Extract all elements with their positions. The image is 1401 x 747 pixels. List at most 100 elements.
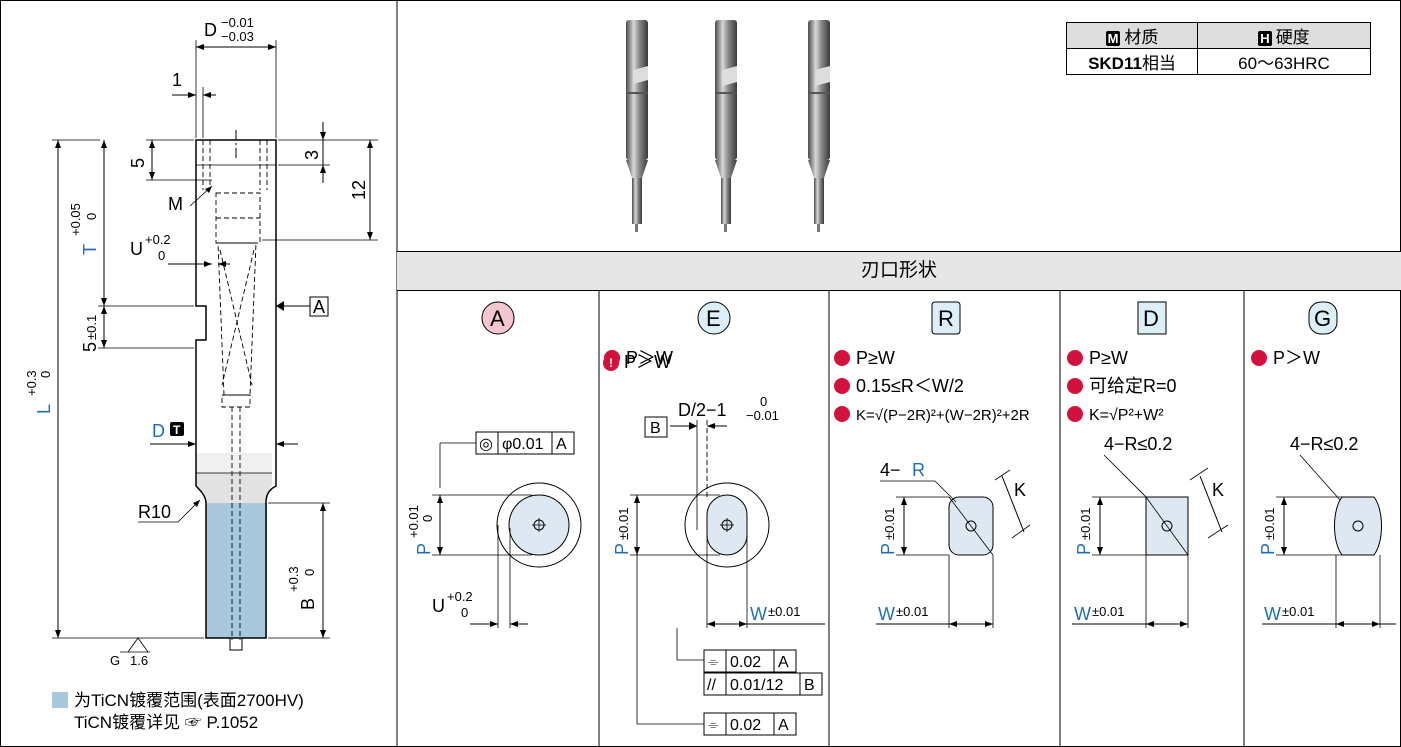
shape-D-badge <box>1137 301 1167 335</box>
svg-text:±0.01: ±0.01 <box>1262 508 1277 540</box>
shape-D-conditions: P≥W 可给定R=0 K=√P²+W² <box>1067 348 1177 424</box>
dim-5-label: 5 <box>128 158 148 168</box>
shape-G-badge <box>1308 301 1338 335</box>
punch-photo-2 <box>715 20 737 232</box>
svg-text:⌯: ⌯ <box>708 717 719 732</box>
shape-A-column: A ! P＞W P +0.01 0 ◎ φ0.01 A U +0.2 0 <box>406 301 673 628</box>
shape-E-condition-row: ! P＞W <box>603 348 671 374</box>
legend-line-1: 为TiCN镀覆范围(表面2700HV) <box>74 691 304 710</box>
svg-text:K=√P²+W²: K=√P²+W² <box>1089 407 1164 424</box>
svg-text:G: G <box>1314 306 1331 331</box>
svg-text:±0.01: ±0.01 <box>882 508 897 540</box>
legend-line-2[interactable]: TiCN镀覆详见 ☞ P.1052 <box>74 713 259 732</box>
DT-label: D <box>152 421 165 441</box>
shape-E-sym1-value: 0.02 <box>730 654 761 671</box>
transition-zone <box>196 473 272 503</box>
svg-text:A: A <box>556 436 567 453</box>
svg-text:B: B <box>804 677 815 694</box>
shape-A-condition-1: P＞W <box>626 348 673 368</box>
dim-3-label: 3 <box>302 150 322 160</box>
L-tol-upper: +0.3 <box>24 370 39 396</box>
svg-text:W: W <box>1074 604 1091 624</box>
slot-5-label: 5 <box>80 342 100 352</box>
datum-A-box: A <box>313 297 325 317</box>
punch-photos <box>626 20 830 232</box>
svg-text:P: P <box>1074 543 1094 555</box>
R10-label: R10 <box>138 502 171 522</box>
T-tol-upper: +0.05 <box>68 203 83 236</box>
shape-E-parallelism-value: 0.01/12 <box>730 677 783 694</box>
svg-text:0: 0 <box>760 394 767 409</box>
main-pin-drawing <box>195 130 277 651</box>
coated-tip <box>206 503 267 638</box>
shape-A-badge <box>481 301 515 335</box>
T-label: T <box>80 244 100 255</box>
svg-text:K=√(P−2R)²+(W−2R)²+2R: K=√(P−2R)²+(W−2R)²+2R <box>856 407 1030 424</box>
U-label: U <box>130 239 143 259</box>
dim-1-label: 1 <box>172 70 182 90</box>
dim-12-label: 12 <box>349 180 369 200</box>
svg-text:W: W <box>878 604 895 624</box>
punch-photo-1 <box>626 20 648 232</box>
svg-text:4−R≤0.2: 4−R≤0.2 <box>1290 434 1358 454</box>
svg-text:±0.01: ±0.01 <box>1092 604 1124 619</box>
main-pin-dimensions: D −0.01 −0.03 1 5 3 12 M T +0.05 0 <box>24 15 378 668</box>
svg-text:4−R≤0.2: 4−R≤0.2 <box>1104 434 1172 454</box>
T-tol-lower: 0 <box>84 213 99 220</box>
svg-text:P≥W: P≥W <box>1089 348 1128 368</box>
svg-text:+0.01: +0.01 <box>406 505 421 538</box>
svg-text:可给定R=0: 可给定R=0 <box>1089 376 1177 396</box>
svg-text:E: E <box>706 306 721 331</box>
L-tol-lower: 0 <box>38 371 53 378</box>
svg-text:◎: ◎ <box>479 436 493 453</box>
svg-text:0: 0 <box>420 515 435 522</box>
svg-text:±0.01: ±0.01 <box>1282 604 1314 619</box>
coating-legend: 为TiCN镀覆范围(表面2700HV) TiCN镀覆详见 ☞ P.1052 <box>52 690 304 734</box>
svg-text:P≥W: P≥W <box>856 348 895 368</box>
svg-text:R: R <box>912 460 925 480</box>
svg-text:A: A <box>778 717 789 734</box>
svg-text:±0.01: ±0.01 <box>768 604 800 619</box>
tip-shape-header: 刃口形状 <box>397 251 1401 291</box>
svg-text:P＞W: P＞W <box>1273 348 1320 368</box>
shape-R-conditions: P≥W 0.15≤R＜W/2 K=√(P−2R)²+(W−2R)²+2R <box>834 348 1030 424</box>
svg-text:K: K <box>1014 480 1026 500</box>
shape-E-P-label: P <box>612 543 632 555</box>
svg-text://: // <box>707 677 716 694</box>
U-tol-upper: +0.2 <box>145 232 171 247</box>
shape-A-P-label: P <box>414 543 434 555</box>
D-tol-upper: −0.01 <box>221 15 254 30</box>
shape-E-condition-1: P＞W <box>624 352 672 372</box>
svg-text:A: A <box>490 306 505 331</box>
svg-text:T: T <box>173 423 181 437</box>
punch-photo-3 <box>808 20 830 232</box>
G-label: G <box>110 653 120 668</box>
svg-text:−0.01: −0.01 <box>746 408 779 423</box>
D-tol-lower: −0.03 <box>221 29 254 44</box>
svg-text:P: P <box>878 543 898 555</box>
T-badge <box>170 422 184 436</box>
svg-text:+0.2: +0.2 <box>447 589 473 604</box>
D-dim-label: D <box>204 20 217 40</box>
shape-E-W-label: W <box>750 604 767 624</box>
B-tol-lower: 0 <box>302 569 317 576</box>
B-tol-upper: +0.3 <box>286 566 301 592</box>
svg-text:A: A <box>778 654 789 671</box>
svg-text:W: W <box>1264 604 1281 624</box>
B-label: B <box>298 598 318 610</box>
slot-5-tol: ±0.1 <box>84 315 99 340</box>
svg-text:4−: 4− <box>880 460 901 480</box>
concentricity-value: φ0.01 <box>502 436 544 453</box>
shape-D-column: D P≥W 可给定R=0 K=√P²+W² 4−R≤0.2 K P ±0.01 … <box>1067 301 1229 628</box>
M-label: M <box>168 194 183 214</box>
svg-text:⌯: ⌯ <box>708 654 719 669</box>
material-value: SKD11相当 <box>1066 48 1198 75</box>
L-label: L <box>34 404 54 414</box>
roughness-value: 1.6 <box>130 653 148 668</box>
svg-text:±0.01: ±0.01 <box>1078 508 1093 540</box>
